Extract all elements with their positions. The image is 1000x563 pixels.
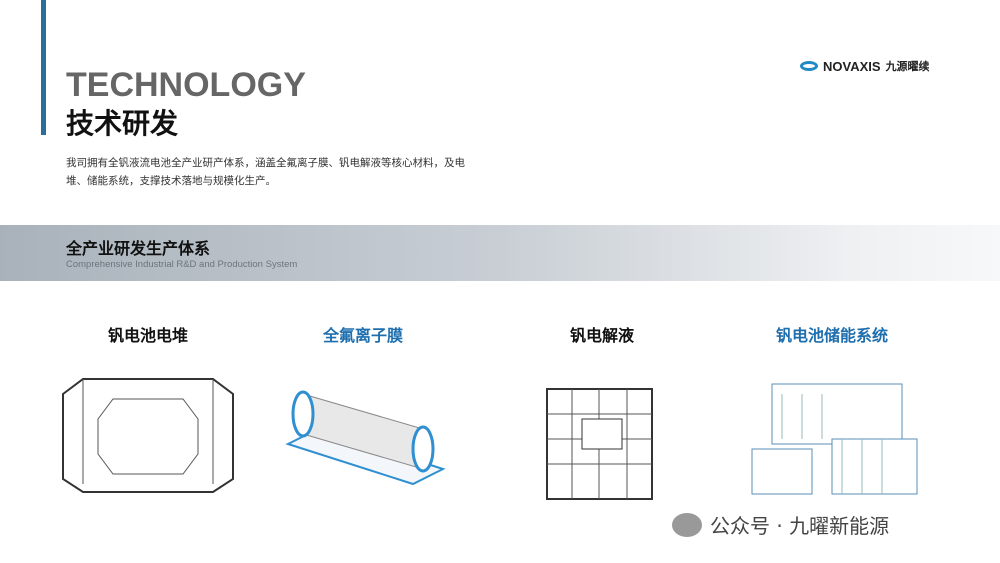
product-label: 钒电解液 bbox=[569, 326, 634, 345]
page-description: 我司拥有全钒液流电池全产业研产体系，涵盖全氟离子膜、钒电解液等核心材料，及电堆、… bbox=[66, 157, 465, 187]
stack-illustration-icon bbox=[62, 378, 234, 493]
storage-system-illustration-icon bbox=[751, 383, 918, 495]
membrane-illustration-icon bbox=[285, 390, 446, 486]
product-electrolyte: 钒电解液 bbox=[492, 322, 712, 504]
wechat-icon bbox=[672, 512, 702, 537]
electrolyte-tote-icon bbox=[546, 388, 653, 500]
brand-logo: NOVAXIS 九源曜续 bbox=[800, 58, 930, 74]
watermark-text: 公众号 · 九曜新能源 bbox=[710, 514, 890, 538]
product-stack: 钒电池电堆 bbox=[38, 322, 258, 494]
product-label: 全氟离子膜 bbox=[322, 326, 403, 345]
accent-bar bbox=[41, 0, 46, 135]
page-title-en: TECHNOLOGY bbox=[66, 66, 306, 104]
logo-text: NOVAXIS bbox=[823, 58, 881, 74]
page-title-cn: 技术研发 bbox=[66, 107, 179, 140]
product-membrane: 全氟离子膜 bbox=[253, 322, 473, 494]
section-title: 全产业研发生产体系 bbox=[66, 239, 211, 258]
section-subtitle: Comprehensive Industrial R&D and Product… bbox=[66, 259, 298, 270]
logo-text-cn: 九源曜续 bbox=[885, 61, 930, 73]
product-label: 钒电池电堆 bbox=[107, 326, 188, 345]
product-storage-system: 钒电池储能系统 bbox=[722, 322, 942, 504]
watermark: 公众号 · 九曜新能源 bbox=[672, 510, 889, 539]
section-banner: 全产业研发生产体系 Comprehensive Industrial R&D a… bbox=[0, 225, 1000, 281]
logo-ring-icon bbox=[800, 61, 818, 71]
product-label: 钒电池储能系统 bbox=[775, 326, 888, 345]
